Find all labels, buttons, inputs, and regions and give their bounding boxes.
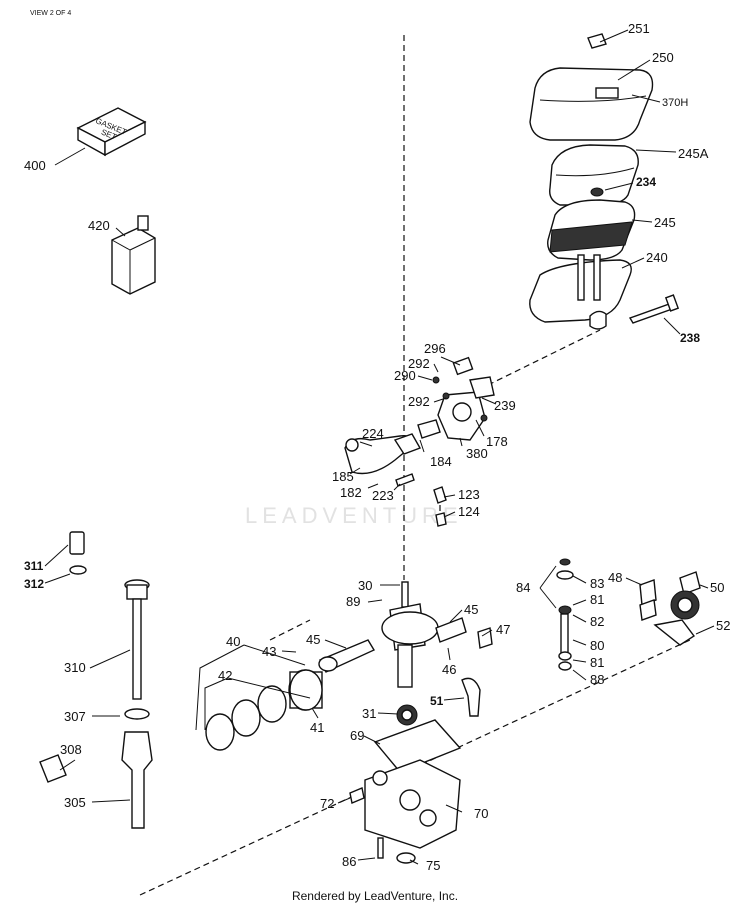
label-45-a: 45 [306, 632, 320, 647]
label-305: 305 [64, 795, 86, 810]
label-234: 234 [636, 175, 656, 189]
label-51: 51 [430, 694, 444, 708]
label-370h: 370H [662, 97, 688, 109]
drain-screw [377, 837, 384, 859]
label-72: 72 [320, 796, 334, 811]
label-224: 224 [362, 426, 384, 441]
view-label: VIEW 2 OF 4 [30, 10, 72, 17]
assembly-line-carb [487, 329, 601, 386]
label-30: 30 [358, 578, 372, 593]
crankcase-cover [364, 759, 461, 849]
wing-nut [587, 33, 607, 49]
label-178: 178 [486, 434, 508, 449]
label-83: 83 [590, 576, 604, 591]
dipstick [124, 579, 150, 720]
label-123: 123 [458, 487, 480, 502]
pre-cleaner [549, 144, 639, 206]
label-308: 308 [60, 742, 82, 757]
label-311: 311 [24, 559, 44, 573]
label-296: 296 [424, 341, 446, 356]
connecting-rod [318, 639, 376, 673]
label-182: 182 [340, 485, 362, 500]
camshaft [670, 571, 701, 620]
label-81-a: 81 [590, 592, 604, 607]
label-80: 80 [590, 638, 604, 653]
label-239: 239 [494, 398, 516, 413]
governor-arm [435, 617, 493, 717]
label-75: 75 [426, 858, 440, 873]
manifold-screws [395, 473, 447, 527]
label-250: 250 [652, 50, 674, 65]
assembly-line-40 [269, 619, 311, 641]
intake-manifold [344, 433, 422, 475]
label-41: 41 [310, 720, 324, 735]
label-223: 223 [372, 488, 394, 503]
label-50: 50 [710, 580, 724, 595]
carburetor [417, 356, 495, 441]
air-filter-element [547, 187, 636, 261]
label-292-a: 292 [408, 356, 430, 371]
label-81-b: 81 [590, 655, 604, 670]
label-292-b: 292 [408, 394, 430, 409]
crankcase-gasket [373, 719, 462, 773]
label-42: 42 [218, 668, 232, 683]
label-40: 40 [226, 634, 240, 649]
timing-gear [396, 704, 418, 726]
label-69: 69 [350, 728, 364, 743]
tappets [639, 579, 657, 621]
oil-fill-cap [69, 531, 87, 575]
label-310: 310 [64, 660, 86, 675]
label-245a: 245A [678, 146, 709, 161]
label-70: 70 [474, 806, 488, 821]
long-bolt [628, 294, 680, 324]
label-245: 245 [654, 215, 676, 230]
leader-lines [44, 29, 715, 865]
valve-stack [556, 558, 574, 671]
label-380: 380 [466, 446, 488, 461]
label-307: 307 [64, 709, 86, 724]
label-46: 46 [442, 662, 456, 677]
label-84: 84 [516, 580, 530, 595]
label-88: 88 [590, 672, 604, 687]
label-48: 48 [608, 570, 622, 585]
label-47: 47 [496, 622, 510, 637]
label-312: 312 [24, 577, 44, 591]
label-184: 184 [430, 454, 452, 469]
label-86: 86 [342, 854, 356, 869]
label-31: 31 [362, 706, 376, 721]
oil-bottle [111, 215, 156, 295]
label-45-b: 45 [464, 602, 478, 617]
mechanical-breather [653, 619, 696, 646]
label-251: 251 [628, 21, 650, 36]
air-cleaner-base [529, 254, 632, 330]
air-cleaner-cover [529, 67, 654, 141]
label-290: 290 [394, 368, 416, 383]
dipstick-tube [121, 731, 153, 829]
label-82: 82 [590, 614, 604, 629]
tube-clamp [39, 754, 67, 783]
label-52: 52 [716, 618, 730, 633]
label-89: 89 [346, 594, 360, 609]
crankcase-plug [349, 787, 365, 804]
label-420: 420 [88, 218, 110, 233]
gasket-set-box: GASKET SET [76, 107, 147, 157]
label-124: 124 [458, 504, 480, 519]
footer-credit: Rendered by LeadVenture, Inc. [291, 889, 459, 903]
label-43: 43 [262, 644, 276, 659]
piston [288, 669, 323, 711]
part-labels: 251 250 370H 245A 234 245 240 238 400 42… [24, 21, 730, 873]
piston-rings [205, 685, 287, 751]
label-238: 238 [680, 331, 700, 345]
label-400: 400 [24, 158, 46, 173]
watermark: LEADVENTURE [245, 503, 463, 528]
crankshaft [381, 581, 439, 688]
label-185: 185 [332, 469, 354, 484]
label-240: 240 [646, 250, 668, 265]
